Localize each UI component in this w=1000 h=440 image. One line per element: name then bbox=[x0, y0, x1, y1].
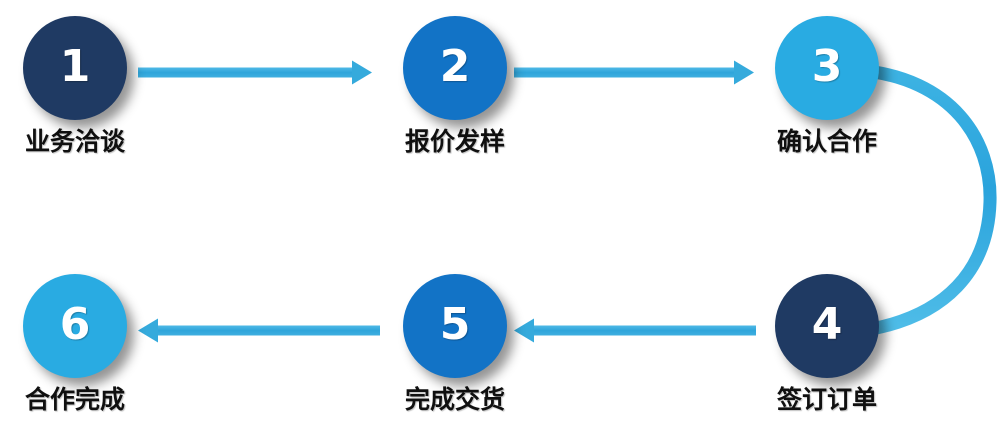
step-5-bubble-wrap: 5 bbox=[403, 274, 507, 378]
arrow-4-to-5 bbox=[514, 318, 756, 343]
step-2-circle[interactable]: 2 bbox=[403, 16, 507, 120]
step-4-label: 签订订单 bbox=[776, 385, 877, 414]
arrow-2-to-3 bbox=[514, 60, 754, 85]
arrow-1-to-2 bbox=[138, 60, 372, 85]
step-node-2[interactable]: 2 报价发样 bbox=[380, 16, 530, 155]
arrow-5-to-6 bbox=[138, 318, 380, 343]
step-5-circle[interactable]: 5 bbox=[403, 274, 507, 378]
step-2-number: 2 bbox=[439, 41, 471, 92]
step-node-4[interactable]: 4 签订订单 bbox=[752, 274, 902, 413]
step-6-bubble-wrap: 6 bbox=[23, 274, 127, 378]
step-1-label: 业务洽谈 bbox=[24, 127, 125, 156]
step-2-bubble-wrap: 2 bbox=[403, 16, 507, 120]
arc-3-to-4 bbox=[851, 63, 997, 338]
step-1-bubble-wrap: 1 bbox=[23, 16, 127, 120]
step-node-1[interactable]: 1 业务洽谈 bbox=[0, 16, 150, 155]
step-3-circle[interactable]: 3 bbox=[775, 16, 879, 120]
step-1-number: 1 bbox=[59, 41, 91, 92]
step-6-circle[interactable]: 6 bbox=[23, 274, 127, 378]
step-4-bubble-wrap: 4 bbox=[775, 274, 879, 378]
step-5-number: 5 bbox=[439, 299, 471, 350]
step-6-number: 6 bbox=[59, 299, 91, 350]
step-5-label: 完成交货 bbox=[404, 385, 505, 414]
step-1-circle[interactable]: 1 bbox=[23, 16, 127, 120]
step-4-number: 4 bbox=[811, 299, 843, 350]
step-3-bubble-wrap: 3 bbox=[775, 16, 879, 120]
step-2-label: 报价发样 bbox=[404, 127, 505, 156]
step-3-number: 3 bbox=[811, 41, 843, 92]
step-node-6[interactable]: 6 合作完成 bbox=[0, 274, 150, 413]
step-node-5[interactable]: 5 完成交货 bbox=[380, 274, 530, 413]
step-3-label: 确认合作 bbox=[776, 127, 877, 156]
step-4-circle[interactable]: 4 bbox=[775, 274, 879, 378]
step-node-3[interactable]: 3 确认合作 bbox=[752, 16, 902, 155]
step-6-label: 合作完成 bbox=[24, 385, 125, 414]
